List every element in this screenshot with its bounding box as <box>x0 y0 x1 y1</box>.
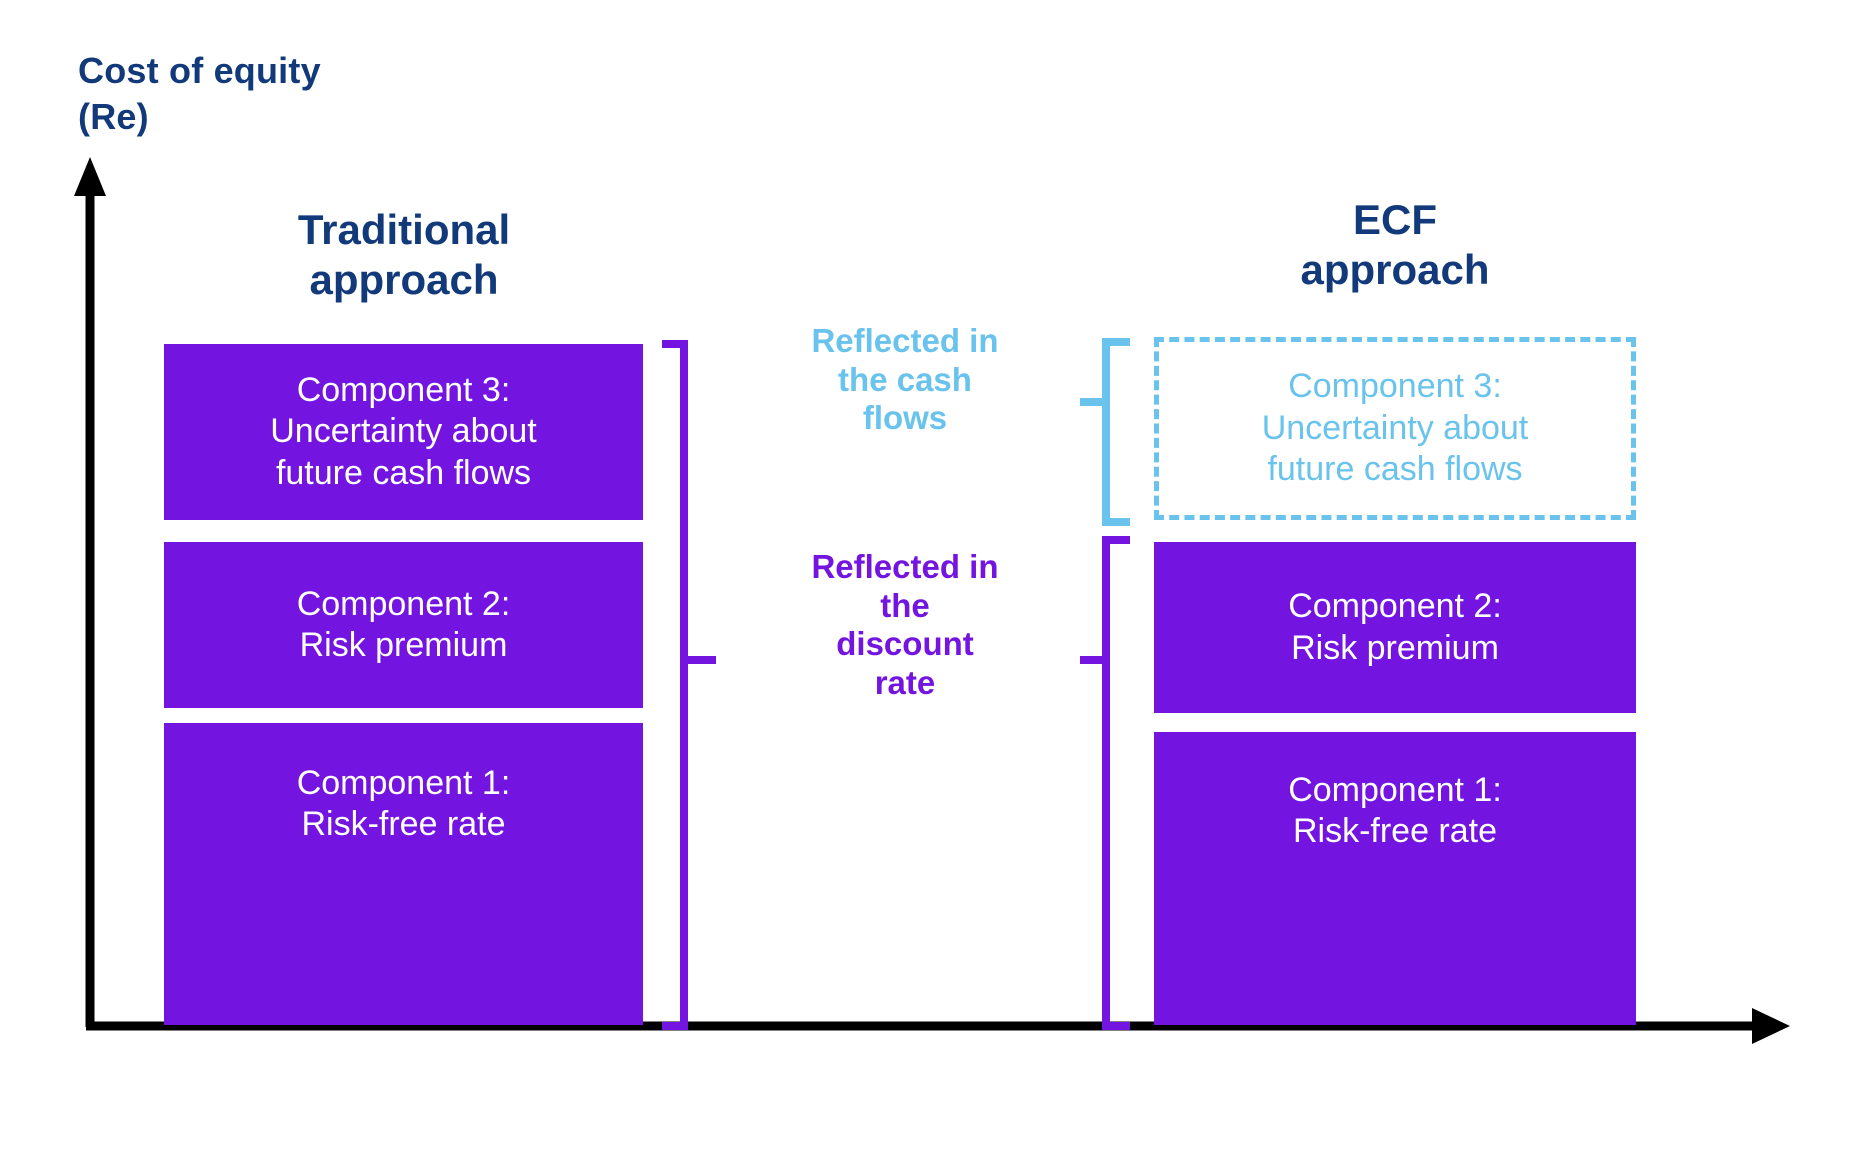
column-heading-traditional: Traditional approach <box>297 206 511 304</box>
y-axis-title: Cost of equity (Re) <box>78 50 321 138</box>
component-box-ecf-component-3[interactable]: Component 3: Uncertainty about future ca… <box>1154 337 1636 520</box>
component-box-traditional-component-3[interactable]: Component 3: Uncertainty about future ca… <box>164 344 643 520</box>
component-box-traditional-component-2[interactable]: Component 2: Risk premium <box>164 542 643 708</box>
component-box-ecf-component-2[interactable]: Component 2: Risk premium <box>1154 542 1636 713</box>
vertical-axis <box>74 157 106 1027</box>
component-box-ecf-component-1[interactable]: Component 1: Risk-free rate <box>1154 732 1636 1025</box>
annotation-reflected-in-discount-rate: Reflected in the discount rate <box>811 548 999 701</box>
annotation-reflected-in-cash-flows: Reflected in the cash flows <box>811 322 999 437</box>
bracket-traditional-discount-rate <box>662 340 716 1030</box>
column-heading-ecf: ECF approach <box>1300 196 1490 294</box>
component-box-traditional-component-1[interactable]: Component 1: Risk-free rate <box>164 723 643 1025</box>
